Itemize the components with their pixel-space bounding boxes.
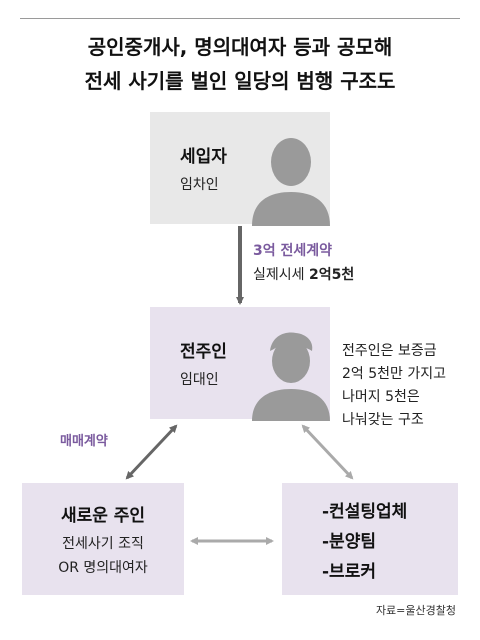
top-rule <box>20 18 460 19</box>
note-line-4: 나눠갖는 구조 <box>342 412 424 428</box>
landlord-box: 전주인 임대인 <box>150 307 330 421</box>
market-price-label: 실제시세 2억5천 <box>253 264 354 284</box>
market-price-prefix: 실제시세 <box>253 267 309 283</box>
person-silhouette-icon <box>252 138 330 226</box>
broker-item-sales-team: -분양팀 <box>322 532 376 552</box>
market-price-value: 2억5천 <box>308 267 355 283</box>
tenant-sub: 임차인 <box>180 177 219 193</box>
new-owner-sub-1: 전세사기 조직 <box>62 536 144 552</box>
note-line-1: 전주인은 보증금 <box>342 343 437 359</box>
lease-contract-label: 3억 전세계약 <box>253 243 333 259</box>
sale-contract-label: 매매계약 <box>60 434 108 449</box>
diagram-title: 공인중개사, 명의대여자 등과 공모해 전세 사기를 벌인 일당의 범행 구조도 <box>0 30 480 98</box>
new-owner-sub-2: OR 명의대여자 <box>58 560 148 576</box>
broker-item-broker: -브로커 <box>322 562 376 582</box>
landlord-owner-arrow <box>125 424 178 480</box>
landlord-note: 전주인은 보증금 2억 5천만 가지고 나머지 5천은 나눠갖는 구조 <box>342 340 472 432</box>
title-line-1: 공인중개사, 명의대여자 등과 공모해 <box>87 35 393 59</box>
landlord-role: 전주인 <box>180 342 227 362</box>
person-silhouette-icon <box>252 332 330 421</box>
note-line-2: 2억 5천만 가지고 <box>342 366 446 382</box>
landlord-sub: 임대인 <box>180 372 219 388</box>
new-owner-box: 새로운 주인 전세사기 조직 OR 명의대여자 <box>22 483 184 595</box>
new-owner-role: 새로운 주인 <box>60 506 146 526</box>
source-credit: 자료=울산경찰청 <box>375 604 456 617</box>
broker-item-consulting: -컨설팅업체 <box>322 502 408 522</box>
landlord-broker-arrow <box>301 424 354 480</box>
tenant-box: 세입자 임차인 <box>150 112 330 226</box>
broker-box <box>282 483 458 595</box>
title-line-2: 전세 사기를 벌인 일당의 범행 구조도 <box>84 69 396 93</box>
tenant-role: 세입자 <box>180 147 227 167</box>
note-line-3: 나머지 5천은 <box>342 389 420 405</box>
